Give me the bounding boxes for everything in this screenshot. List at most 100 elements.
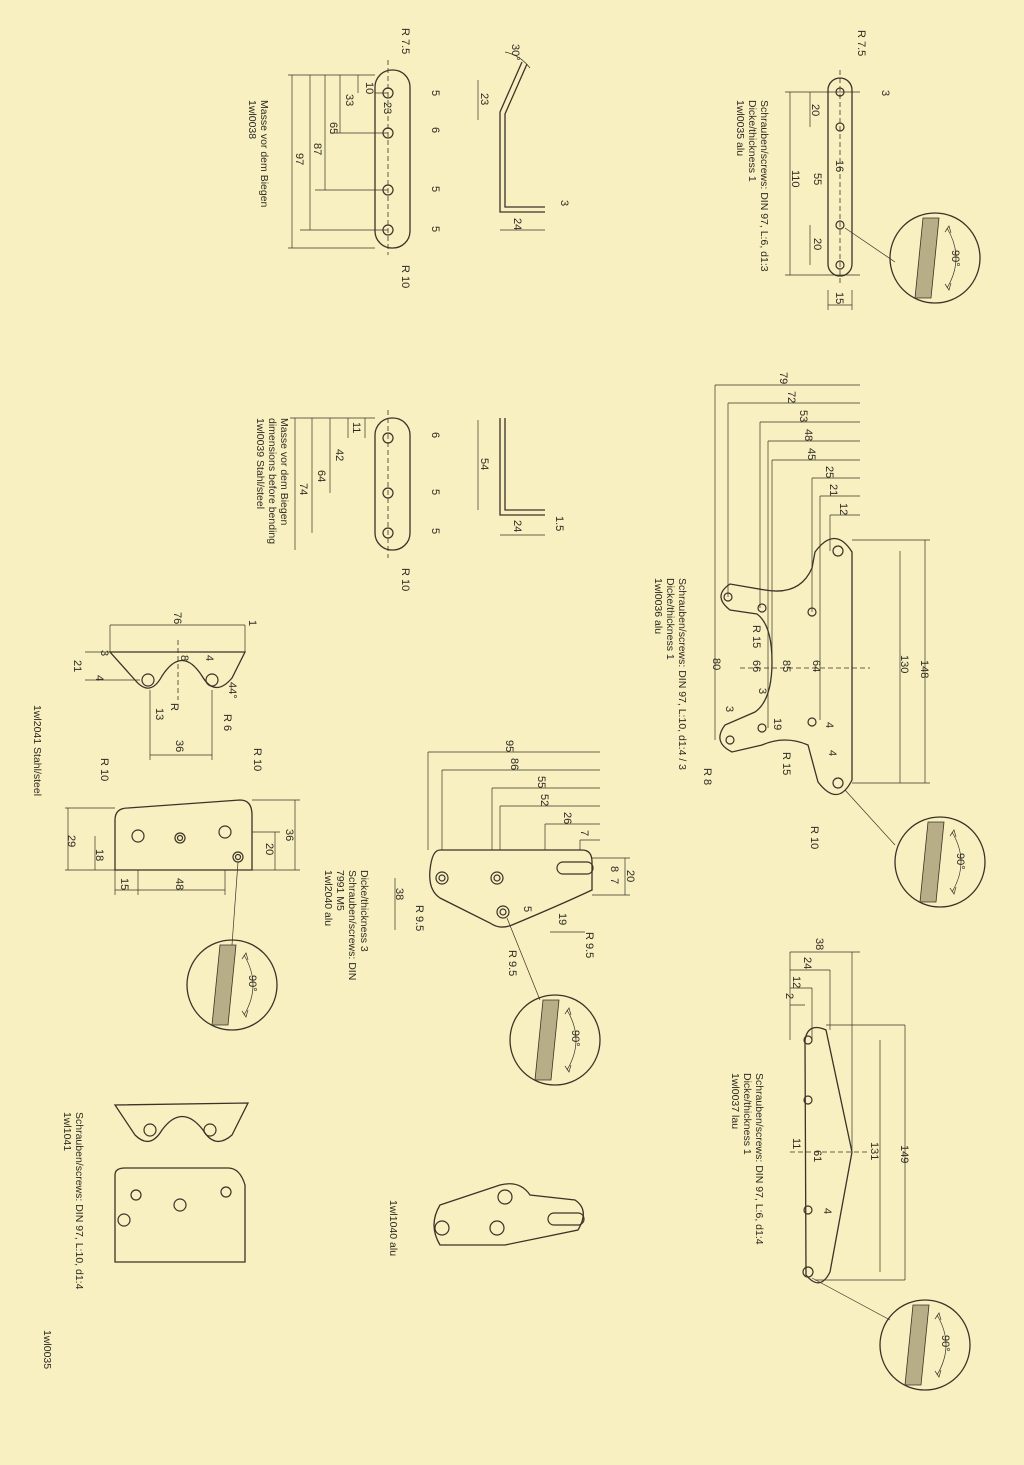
caption: Schrauben/screws: DIN 97, L:10, d1:4 / 3: [676, 578, 688, 770]
slot: [556, 861, 594, 875]
dim-label: 18: [93, 849, 105, 861]
dim-label: 38: [393, 888, 405, 900]
dim-label: 3: [98, 650, 110, 656]
caption: Dicke/thickness 3: [358, 870, 370, 952]
bend-profile: [499, 418, 545, 516]
dim-label: R 15: [780, 752, 792, 775]
dim-label: 36: [173, 740, 185, 752]
flat-view-outline: [114, 799, 253, 871]
dim-label: 23: [478, 93, 490, 105]
dim-label: 3: [558, 200, 570, 206]
dim-label: 36: [283, 829, 295, 841]
dim-label: R 10: [251, 748, 263, 771]
dim-label: 48: [802, 429, 814, 441]
dim-label: 11: [790, 1138, 802, 1149]
dim-label: 8: [608, 866, 620, 872]
dim-label: 33: [343, 94, 355, 106]
dim-label: 64: [315, 470, 327, 482]
dim-label: R 9.5: [413, 905, 425, 931]
bend-view-outline: [108, 651, 247, 689]
dim-label: 131: [868, 1142, 880, 1160]
dim-label: 55: [535, 776, 547, 788]
dim-label: 130: [898, 655, 910, 673]
dim-label: 21: [827, 484, 839, 496]
caption: 1wl0037 lau: [729, 1073, 741, 1129]
dim-label: 10: [363, 82, 375, 94]
dim-label: 148: [918, 660, 930, 678]
dim-label: 5: [429, 528, 441, 534]
dim-label: 24: [801, 957, 813, 969]
dim-label: 15: [833, 292, 845, 304]
dim-label: 3: [723, 706, 735, 712]
dim-label: 87: [311, 143, 323, 155]
caption: Schrauben/screws: DIN 97, L:10, d1:4: [73, 1112, 85, 1290]
dim-label: 5: [521, 906, 533, 912]
caption: 1wl0036 alu: [652, 578, 664, 634]
dim-label: 4: [826, 750, 838, 756]
part-1wl0038: R 7.5 10 5 23 33 65 6 87 97 5 5 R 10 30°…: [246, 28, 570, 288]
dim-label: 55: [811, 173, 823, 185]
dim-label: 110: [789, 170, 801, 188]
dim-label: 3: [756, 688, 768, 694]
dim-label: 19: [771, 718, 783, 730]
caption: 1wl2040 alu: [322, 870, 334, 926]
dim-label: 11: [350, 422, 362, 433]
dim-label: 95: [503, 740, 515, 752]
dim-label: 86: [508, 758, 520, 770]
dim-label: 19: [556, 913, 568, 925]
dim-label: 80: [710, 658, 722, 670]
caption: 1wl1041: [61, 1112, 73, 1151]
dim-label: 74: [297, 483, 309, 495]
caption: 1wl0038: [246, 100, 258, 139]
dim-label: 149: [898, 1145, 910, 1163]
bend-profile: [499, 61, 545, 213]
dim-label: 15: [118, 878, 130, 890]
dim-label: 45: [805, 448, 817, 460]
dim-label: R 7.5: [855, 30, 867, 56]
dim-label: 85: [780, 660, 792, 672]
caption: Schrauben/screws: DIN: [346, 870, 358, 980]
caption: Schrauben/screws: DIN 97, L:6, d1:3 Dick…: [734, 100, 770, 272]
dim-label: 3: [879, 90, 891, 96]
dim-label: 4: [823, 722, 835, 728]
dim-label: 97: [293, 153, 305, 165]
bracket-outline: [804, 1026, 853, 1284]
dim-label: 20: [263, 843, 275, 855]
caption: Schrauben/screws: DIN 97, L:6, d1:4: [753, 1073, 765, 1245]
dim-label: R: [168, 703, 180, 711]
part-1wl1040: 1wl1040 alu: [387, 1183, 585, 1256]
dim-label: 90°: [954, 853, 966, 870]
dim-label: R 8: [701, 768, 713, 785]
dim-label: 20: [811, 238, 823, 250]
dim-label: 21: [71, 660, 83, 672]
dim-label: 90°: [246, 975, 258, 992]
dim-label: 2: [783, 993, 795, 999]
dim-label: 76: [171, 612, 183, 624]
caption: 1wl2041 Stahl/steel: [31, 705, 43, 796]
dim-label: 4: [203, 655, 215, 661]
dim-label: R 15: [750, 625, 762, 648]
caption: dimensions before bending: [266, 418, 278, 544]
dim-label: 13: [153, 708, 165, 720]
dim-label: 8: [178, 655, 190, 661]
dim-label: R 10: [399, 265, 411, 288]
dim-label: 30°: [509, 44, 521, 61]
dim-label: 12: [790, 976, 802, 988]
dim-label: 4: [93, 675, 105, 681]
dim-label: 48: [173, 878, 185, 890]
dim-label: 26: [561, 812, 573, 824]
dim-label: 20: [809, 104, 821, 116]
caption: Masse vor dem Biegen: [258, 100, 270, 208]
dim-label: 24: [511, 520, 523, 532]
svg-text:1wl0035 alu: 1wl0035 alu: [734, 100, 746, 156]
part-1wl2040: 95 86 55 52 26 7 8 7 20 38 R 9.5 5 19 R …: [322, 740, 636, 1086]
dim-label: 42: [333, 449, 345, 461]
bracket-outline: [719, 537, 853, 796]
dim-label: 24: [511, 218, 523, 230]
dim-label: 23: [381, 102, 393, 114]
dim-label: 25: [823, 466, 835, 478]
dim-label: 5: [429, 90, 441, 96]
dim-label: 29: [65, 835, 77, 847]
